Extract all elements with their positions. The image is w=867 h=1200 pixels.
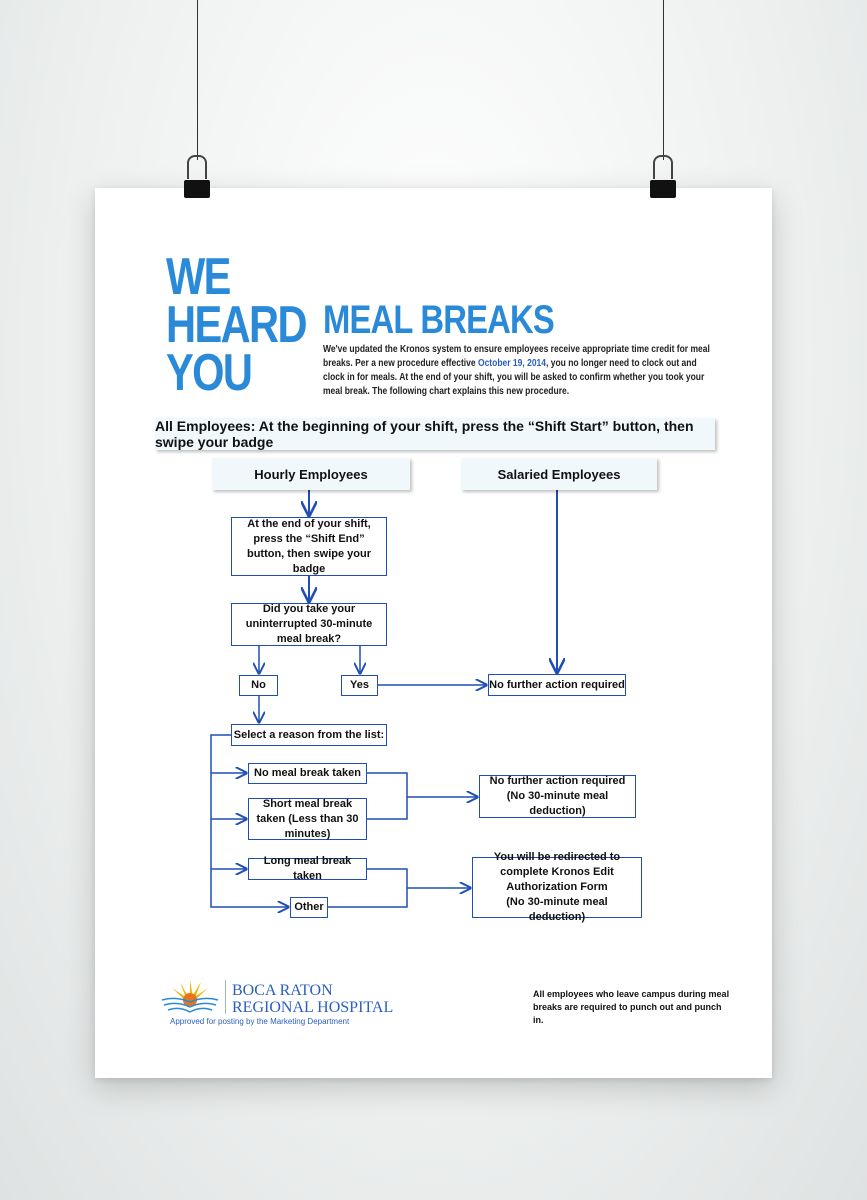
headline-we: WE [166, 248, 231, 306]
intro-paragraph: We've updated the Kronos system to ensur… [323, 344, 710, 397]
answer-yes: Yes [341, 675, 378, 696]
reason-no-meal-break: No meal break taken [248, 763, 367, 784]
no-further-action: No further action required [488, 674, 626, 696]
binder-clip-handle-right [653, 155, 673, 179]
poster [95, 188, 772, 1078]
page-title: MEAL BREAKS [323, 298, 555, 342]
headline-heard: HEARD [166, 296, 308, 354]
meal-break-question: Did you take your uninterrupted 30-minut… [231, 603, 387, 646]
approval-note: Approved for posting by the Marketing De… [170, 1017, 350, 1026]
hospital-logo-icon [161, 980, 219, 1013]
hourly-employees-header: Hourly Employees [212, 458, 410, 490]
binder-clip-handle-left [187, 155, 207, 179]
binder-clip-right [650, 180, 676, 198]
reason-other: Other [290, 897, 328, 918]
salaried-employees-header: Salaried Employees [461, 458, 657, 490]
headline-you: YOU [166, 344, 253, 402]
reason-long-meal-break: Long meal break taken [248, 855, 367, 882]
binder-clip-left [184, 180, 210, 198]
result-no-deduction: No further action required(No 30-minute … [479, 775, 636, 818]
shift-end-step: At the end of your shift, press the “Shi… [231, 517, 387, 576]
reason-short-meal-break: Short meal break taken (Less than 30 min… [248, 798, 367, 840]
answer-no: No [239, 675, 278, 696]
hanging-string-right [663, 0, 664, 160]
all-employees-banner: All Employees: At the beginning of your … [155, 418, 715, 450]
logo-divider [225, 980, 226, 1014]
campus-leave-note: All employees who leave campus during me… [533, 989, 730, 1025]
hanging-string-left [197, 0, 198, 160]
result-redirect-form: You will be redirected to complete Krono… [472, 851, 642, 923]
select-reason: Select a reason from the list: [231, 724, 387, 746]
effective-date: October 19, 2014 [477, 358, 547, 369]
